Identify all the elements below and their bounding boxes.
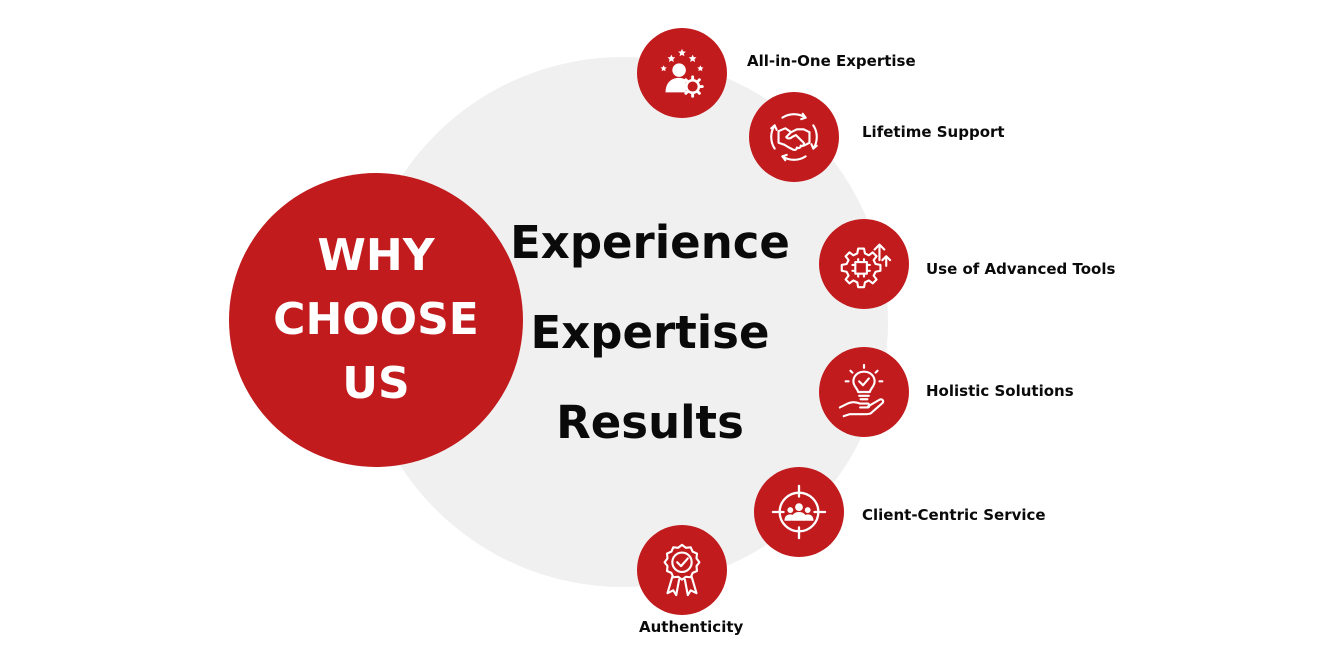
feature-label: Authenticity	[639, 618, 744, 636]
gear-chip-growth-icon	[840, 243, 892, 289]
feature-label: Use of Advanced Tools	[926, 260, 1116, 278]
why-choose-us-circle: WHY CHOOSE US	[229, 173, 523, 467]
feature-label: Client-Centric Service	[862, 506, 1046, 524]
feature-client-centric-service	[754, 467, 844, 557]
target-people-icon	[771, 484, 827, 540]
main-title-line: WHY	[317, 230, 435, 282]
feature-advanced-tools	[819, 219, 909, 309]
keyword-results: Results	[556, 396, 744, 449]
feature-label: Holistic Solutions	[926, 382, 1074, 400]
feature-authenticity	[637, 525, 727, 615]
feature-holistic-solutions	[819, 347, 909, 437]
keyword-list: Experience Expertise Results	[500, 198, 800, 468]
feature-lifetime-support	[749, 92, 839, 182]
keyword-expertise: Expertise	[530, 306, 770, 359]
expert-badge-icon	[660, 48, 704, 98]
keyword-experience: Experience	[510, 216, 790, 269]
main-title-line: US	[342, 357, 410, 409]
hand-lightbulb-icon	[838, 363, 885, 418]
main-title: WHY CHOOSE US	[273, 224, 479, 415]
award-ribbon-icon	[663, 543, 701, 597]
feature-label: All-in-One Expertise	[747, 52, 916, 70]
handshake-cycle-icon	[770, 112, 818, 162]
feature-all-in-one-expertise	[637, 28, 727, 118]
feature-label: Lifetime Support	[862, 123, 1005, 141]
main-title-line: CHOOSE	[273, 294, 479, 346]
